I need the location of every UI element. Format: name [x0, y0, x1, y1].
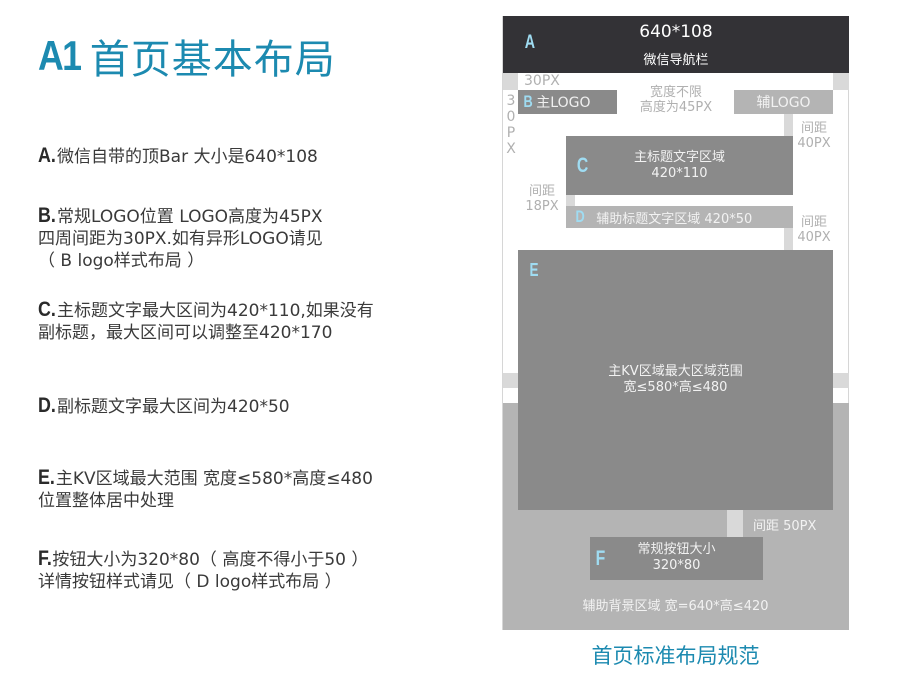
note-line: 详情按钮样式请见（ D logo样式布局 ） [38, 572, 342, 592]
spacing-marker-right [833, 73, 849, 90]
spacing-50-label: 间距 50PX [753, 519, 817, 534]
spacing-marker-50 [727, 510, 743, 537]
left-spacing-label: 3 0 P X [506, 93, 516, 157]
note-line: 微信自带的顶Bar 大小是640*108 [57, 147, 318, 167]
nav-bar-label: 微信导航栏 [643, 53, 709, 68]
tag-b: B [523, 92, 533, 111]
kv-area-block: E 主KV区域最大区域范围 宽≤580*高≤480 [518, 250, 833, 510]
nav-bar-a: A 640*108 微信导航栏 [503, 16, 849, 73]
note-a: A.微信自带的顶Bar 大小是640*108 [38, 145, 318, 168]
page-title: A1 首页基本布局 [38, 26, 336, 86]
tag-d: D [575, 207, 585, 226]
sub-logo-block: 辅LOGO [734, 90, 833, 114]
note-line: 副标题文字最大区间为420*50 [57, 397, 290, 417]
title-area-label: 主标题文字区域 420*110 [633, 150, 725, 181]
note-b: B.常规LOGO位置 LOGO高度为45PX 四周间距为30PX.如有异形LOG… [38, 205, 323, 272]
kv-area-label: 主KV区域最大区域范围 宽≤580*高≤480 [608, 364, 743, 395]
note-c: C.主标题文字最大区间为420*110,如果没有 副标题，最大区间可以调整至42… [38, 299, 374, 344]
note-line: 按钮大小为320*80（ 高度不得小于50 ） [52, 550, 369, 570]
spacing-40-bottom-label: 间距 40PX [797, 215, 831, 245]
note-line: 副标题，最大区间可以调整至420*170 [38, 323, 333, 343]
title-area-block: C 主标题文字区域 420*110 [566, 136, 793, 195]
diagram-caption: 首页标准布局规范 [591, 644, 760, 668]
nav-bar-size: 640*108 [639, 22, 713, 42]
note-letter: B. [38, 204, 56, 227]
sub-logo-label: 辅LOGO [756, 95, 811, 111]
note-letter: A. [38, 144, 56, 167]
note-line: 主KV区域最大范围 宽度≤580*高度≤480 [55, 469, 373, 489]
spacing-18-label: 间距 18PX [525, 184, 559, 214]
tag-e: E [529, 260, 539, 280]
top-spacing-label: 30PX [524, 73, 560, 89]
note-f: F.按钮大小为320*80（ 高度不得小于50 ） 详情按钮样式请见（ D lo… [38, 548, 368, 593]
note-letter: F. [38, 547, 52, 570]
note-line: （ B logo样式布局 ） [38, 251, 205, 271]
spacing-40-top-label: 间距 40PX [797, 121, 831, 151]
tag-c: C [576, 154, 589, 177]
page-code: A1 [38, 32, 82, 79]
page-title-text: 首页基本布局 [89, 37, 336, 83]
spacing-marker-40-bottom [784, 228, 793, 250]
button-area-block: F 常规按钮大小 320*80 [590, 537, 763, 580]
tag-f: F [595, 547, 606, 570]
note-letter: C. [38, 298, 56, 321]
note-line: 常规LOGO位置 LOGO高度为45PX [57, 207, 323, 227]
main-logo-label: 主LOGO [536, 95, 591, 111]
note-line: 主标题文字最大区间为420*110,如果没有 [57, 301, 374, 321]
main-logo-block: B 主LOGO [518, 90, 617, 114]
tag-a: A [524, 32, 536, 53]
subtitle-area-block: D 辅助标题文字区域 420*50 [566, 206, 793, 228]
background-area-label: 辅助背景区域 宽=640*高≤420 [582, 599, 769, 614]
spacing-marker-18 [566, 195, 575, 206]
button-area-label: 常规按钮大小 320*80 [637, 542, 716, 573]
note-line: 位置整体居中处理 [38, 491, 174, 511]
note-letter: E. [38, 466, 55, 489]
note-e: E.主KV区域最大范围 宽度≤580*高度≤480 位置整体居中处理 [38, 467, 373, 512]
note-d: D.副标题文字最大区间为420*50 [38, 395, 290, 418]
logo-note: 宽度不限 高度为45PX [639, 85, 713, 115]
spacing-marker-40-top [784, 114, 793, 136]
note-line: 四周间距为30PX.如有异形LOGO请见 [38, 229, 323, 249]
spacing-marker-left [503, 73, 518, 90]
note-letter: D. [38, 394, 56, 417]
subtitle-area-label: 辅助标题文字区域 420*50 [596, 211, 753, 227]
